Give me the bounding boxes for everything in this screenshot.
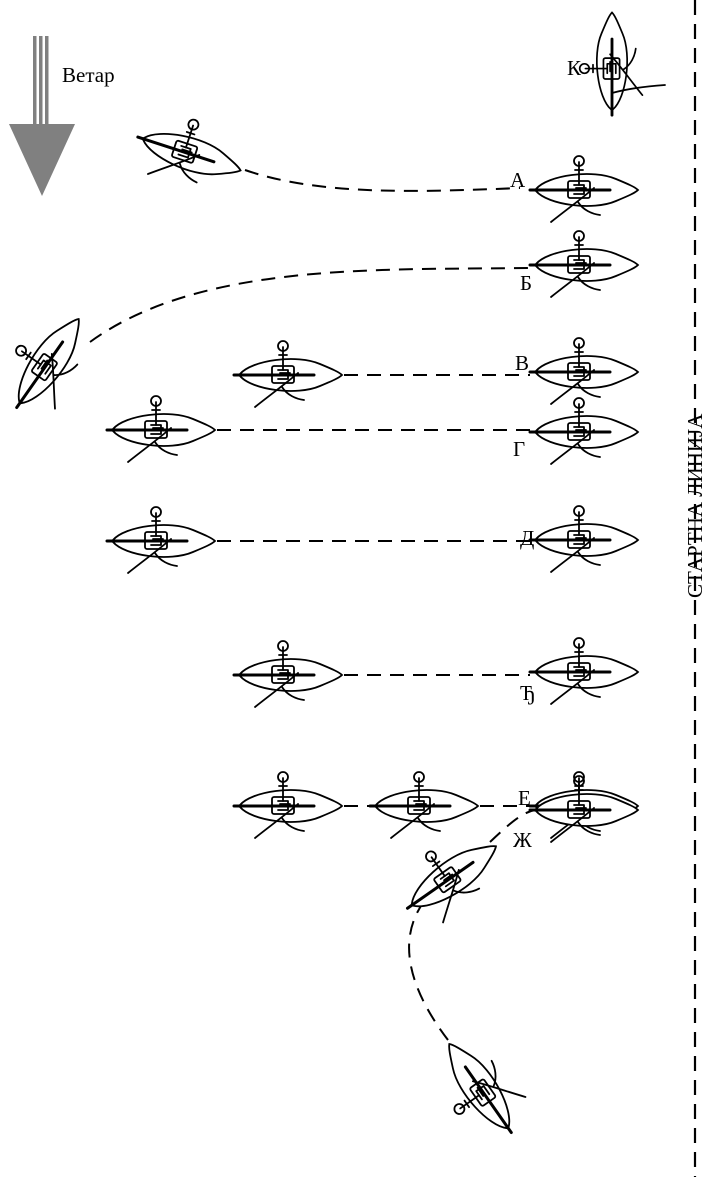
boat	[232, 770, 344, 840]
start-line-label: СТАРТНА ЛИНИЈА	[683, 413, 707, 598]
scenario-v: В	[232, 336, 640, 409]
scenario-label: Ђ	[520, 681, 536, 705]
wind-arrow	[9, 36, 75, 196]
scenario-a: А	[126, 103, 640, 224]
wind-label: Ветар	[62, 63, 115, 87]
committee-boat-label: К	[567, 56, 582, 80]
boat	[232, 339, 344, 409]
course-path	[89, 267, 531, 343]
scenario-zh: Ж	[386, 774, 640, 1154]
boat	[0, 298, 107, 428]
scenario-label: Е	[518, 786, 531, 810]
committee-boat	[578, 11, 644, 117]
boat	[528, 229, 640, 299]
scenario-label: А	[510, 168, 526, 192]
scenario-label: Г	[513, 437, 525, 461]
boat	[528, 504, 640, 574]
scenario-e: Е	[232, 770, 640, 840]
scenario-label: В	[515, 351, 529, 375]
boat	[368, 770, 480, 840]
boat	[528, 396, 640, 466]
course-path	[244, 169, 521, 192]
boat	[528, 774, 640, 844]
scenario-d: Д	[105, 504, 640, 575]
boat	[126, 103, 253, 203]
scenario-dj: Ђ	[232, 636, 640, 709]
scenario-b: Б	[0, 229, 640, 428]
scenario-label: Д	[520, 526, 534, 550]
boat	[419, 1024, 539, 1154]
boat	[528, 154, 640, 224]
course-path	[408, 899, 449, 1041]
committee-boat-anchor-line	[611, 84, 666, 94]
boat	[105, 394, 217, 464]
scenario-label: Ж	[513, 828, 532, 852]
boat	[528, 336, 640, 406]
boat	[105, 505, 217, 575]
boat	[528, 636, 640, 706]
scenario-label: Б	[520, 271, 532, 295]
scenario-g: Г	[105, 394, 640, 466]
boat	[232, 639, 344, 709]
